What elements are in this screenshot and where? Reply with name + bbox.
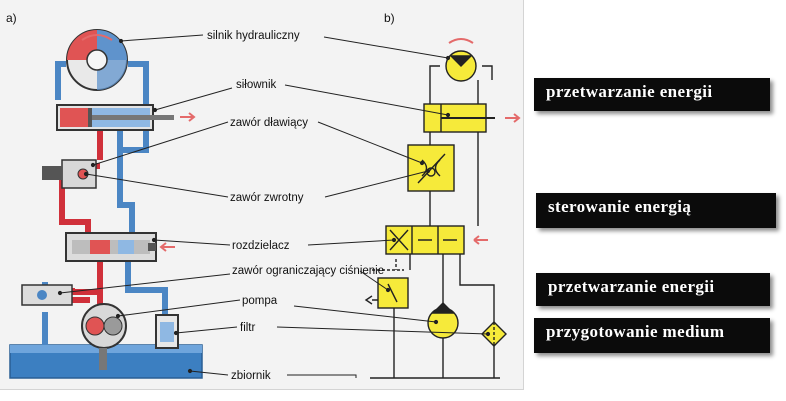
label-zbiornik: zbiornik [231,370,271,382]
label-filtr: filtr [240,322,256,334]
panel-label-b: b) [384,11,395,25]
pressure-lines [59,128,103,305]
schematic-filter [481,321,507,347]
leader-lines [57,34,491,378]
schematic-relief-valve [364,259,409,309]
schematic-cylinder [423,103,521,133]
label-zawor-ograniczajacy: zawór ograniczający ciśnienie [232,265,384,277]
pictorial-circuit [9,29,203,379]
filter [155,314,179,349]
hydraulic-motor [66,29,128,91]
stage-przygotowanie-medium: przygotowanie medium [534,318,770,353]
label-zawor-dlawiacy: zawór dławiący [230,117,308,129]
schematic-motor [429,38,493,82]
label-pompa: pompa [242,295,278,307]
label-silnik-hydrauliczny: silnik hydrauliczny [207,30,300,42]
relief-valve [21,284,73,306]
schematic-directional-valve [385,225,488,255]
stage-przetwarzanie-energii-1: przetwarzanie energii [534,78,770,111]
schematic-throttle-check [407,144,455,192]
throttle-check-valve [42,159,97,189]
label-zawor-zwrotny: zawór zwrotny [230,192,304,204]
stage-przetwarzanie-energii-2: przetwarzanie energii [536,273,770,306]
directional-valve [65,232,175,262]
label-silownik: siłownik [236,79,277,91]
stage-sterowanie-energia: sterowanie energią [536,193,776,228]
component-labels: silnik hydrauliczny siłownik zawór dławi… [207,30,384,382]
pump [81,303,127,370]
schematic-circuit [364,38,521,379]
cylinder [56,104,196,131]
label-rozdzielacz: rozdzielacz [232,240,290,252]
panel-label-a: a) [6,11,17,25]
